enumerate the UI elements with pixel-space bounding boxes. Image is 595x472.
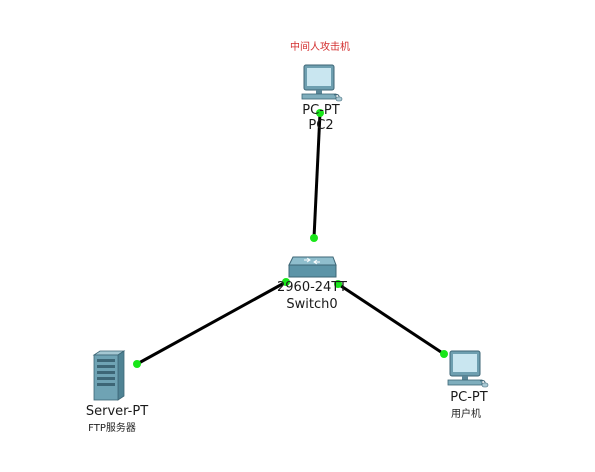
server-tower-icon xyxy=(92,350,126,401)
user-pc-note: 用户机 xyxy=(451,409,481,420)
port-led-switch-left xyxy=(282,278,290,286)
port-led-switch-top xyxy=(310,234,318,242)
link-switch-userpc[interactable] xyxy=(337,282,445,356)
port-led-switch-right xyxy=(334,280,342,288)
switch-device[interactable] xyxy=(286,255,338,287)
server-device[interactable] xyxy=(92,350,126,406)
attacker-model-label: PC-PT xyxy=(302,103,340,118)
switch-name-label: Switch0 xyxy=(286,297,338,312)
attacker-note: 中间人攻击机 xyxy=(290,42,350,53)
port-led-userpc xyxy=(440,350,448,358)
link-pc2-switch[interactable] xyxy=(312,112,322,239)
port-led-pc2 xyxy=(316,109,324,117)
link-switch-server[interactable] xyxy=(136,280,287,366)
switch-model-label: 2960-24TT xyxy=(277,280,347,295)
server-note: FTP服务器 xyxy=(88,423,136,434)
network-switch-icon xyxy=(288,256,337,278)
port-led-server xyxy=(133,360,141,368)
attacker-name-label: PC2 xyxy=(308,118,334,133)
pc-workstation-icon xyxy=(301,64,343,102)
server-model-label: Server-PT xyxy=(85,404,149,419)
pc-workstation-icon xyxy=(447,350,489,388)
user-pc-device[interactable] xyxy=(446,350,490,394)
user-pc-model-label: PC-PT xyxy=(450,390,488,405)
attacker-pc-device[interactable] xyxy=(300,64,344,108)
